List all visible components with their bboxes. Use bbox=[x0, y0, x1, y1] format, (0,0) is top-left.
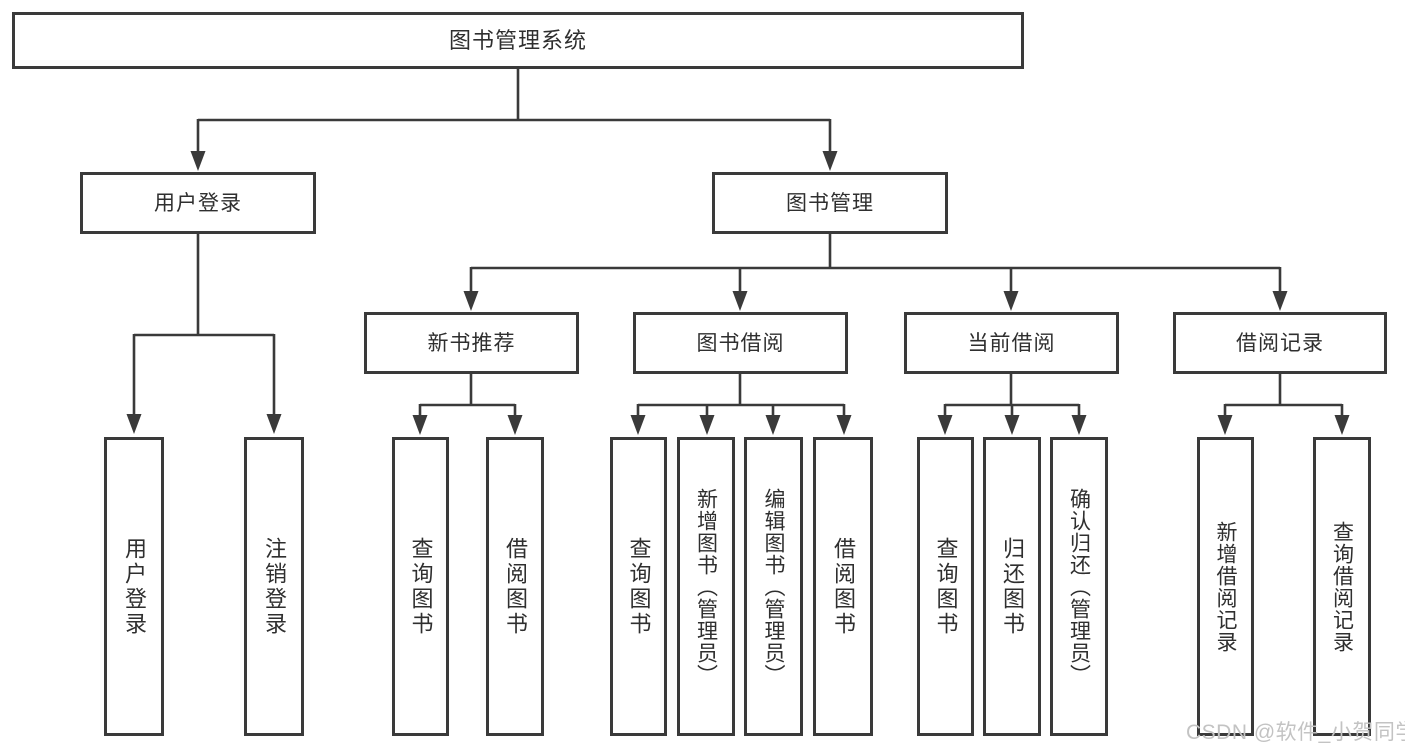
node-current-borrow: 当前借阅 bbox=[904, 312, 1119, 374]
leaf-borrow-edit-book: 编辑图书（管理员） bbox=[744, 437, 803, 736]
leaf-borrow-edit-book-label: 编辑图书（管理员） bbox=[762, 487, 785, 686]
leaf-newbook-query-book: 查询图书 bbox=[392, 437, 449, 736]
node-new-book-recommend-label: 新书推荐 bbox=[427, 331, 516, 355]
leaf-logout: 注销登录 bbox=[244, 437, 304, 736]
node-borrow-record-label: 借阅记录 bbox=[1236, 331, 1324, 355]
node-book-management-label: 图书管理 bbox=[786, 191, 874, 215]
node-book-management: 图书管理 bbox=[712, 172, 948, 234]
leaf-borrow-add-book: 新增图书（管理员） bbox=[677, 437, 735, 736]
leaf-borrow-borrow-book-label: 借阅图书 bbox=[831, 536, 856, 637]
node-root-label: 图书管理系统 bbox=[448, 27, 587, 53]
leaf-current-confirm-return: 确认归还（管理员） bbox=[1050, 437, 1108, 736]
node-root: 图书管理系统 bbox=[12, 12, 1024, 69]
leaf-logout-label: 注销登录 bbox=[262, 536, 287, 637]
leaf-borrow-query-book-label: 查询图书 bbox=[626, 536, 652, 637]
watermark: CSDN @软件_小贺同学 bbox=[1186, 721, 1405, 744]
node-user-login: 用户登录 bbox=[80, 172, 316, 234]
leaf-current-return-book: 归还图书 bbox=[983, 437, 1041, 736]
leaf-current-query-book: 查询图书 bbox=[917, 437, 974, 736]
arrowheads bbox=[126, 151, 1350, 435]
leaf-record-query-record-label: 查询借阅记录 bbox=[1330, 520, 1354, 653]
node-book-borrow-label: 图书借阅 bbox=[696, 331, 785, 355]
leaf-user-login-label: 用户登录 bbox=[122, 536, 147, 637]
node-borrow-record: 借阅记录 bbox=[1173, 312, 1387, 374]
leaf-newbook-borrow-book: 借阅图书 bbox=[486, 437, 544, 736]
leaf-record-add-record: 新增借阅记录 bbox=[1197, 437, 1254, 736]
leaf-newbook-borrow-book-label: 借阅图书 bbox=[503, 536, 528, 637]
node-current-borrow-label: 当前借阅 bbox=[967, 331, 1056, 355]
node-user-login-label: 用户登录 bbox=[154, 191, 242, 215]
leaf-current-return-book-label: 归还图书 bbox=[1000, 536, 1025, 637]
leaf-borrow-add-book-label: 新增图书（管理员） bbox=[694, 487, 718, 686]
leaf-borrow-borrow-book: 借阅图书 bbox=[813, 437, 873, 736]
leaf-newbook-query-book-label: 查询图书 bbox=[408, 536, 434, 637]
leaf-current-confirm-return-label: 确认归还（管理员） bbox=[1067, 487, 1091, 686]
node-new-book-recommend: 新书推荐 bbox=[364, 312, 579, 374]
leaf-record-add-record-label: 新增借阅记录 bbox=[1214, 520, 1237, 653]
leaf-current-query-book-label: 查询图书 bbox=[933, 536, 959, 637]
leaf-record-query-record: 查询借阅记录 bbox=[1313, 437, 1371, 736]
leaf-borrow-query-book: 查询图书 bbox=[610, 437, 667, 736]
leaf-user-login: 用户登录 bbox=[104, 437, 164, 736]
node-book-borrow: 图书借阅 bbox=[633, 312, 848, 374]
